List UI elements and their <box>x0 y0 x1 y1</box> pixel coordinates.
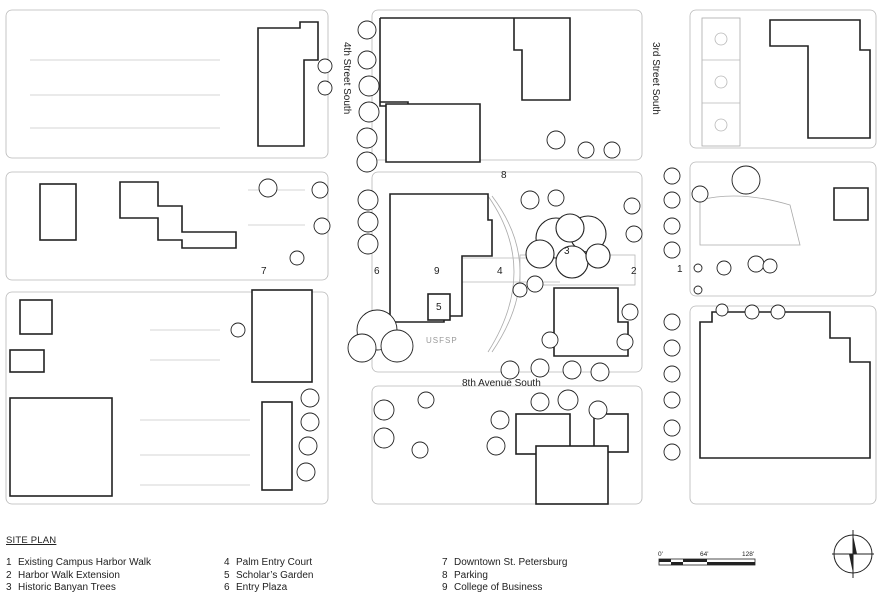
legend-column-3: 7 Downtown St. Petersburg 8 Parking 9 Colle… <box>442 557 567 595</box>
site-number-5: 5 <box>436 302 442 313</box>
building-logo-text: USFSP <box>426 336 458 345</box>
legend-column-1: 1 Existing Campus Harbor Walk 2 Harbor Wal… <box>6 557 151 595</box>
banyan-tree-cluster <box>525 213 611 279</box>
legend-item-number: 9 <box>442 582 448 593</box>
legend-item-label: Downtown St. Petersburg <box>454 557 568 568</box>
city-block-outlines <box>5 9 877 505</box>
street-label-3rd: 3rd Street South <box>650 42 661 115</box>
site-number-4: 4 <box>497 266 503 277</box>
legend-item-number: 5 <box>224 569 230 581</box>
legend-item: 1 Existing Campus Harbor Walk <box>6 557 151 570</box>
legend-item-number: 2 <box>6 569 12 581</box>
legend-item-number: 8 <box>442 569 448 581</box>
site-plan-drawing: 4th Street South 3rd Street South 8th Av… <box>5 9 877 505</box>
legend-item: 5 Scholar’s Garden <box>224 570 313 583</box>
legend-item-label: Historic Banyan Trees <box>18 582 116 593</box>
legend-item-number: 3 <box>6 582 12 593</box>
site-number-9: 9 <box>434 266 440 277</box>
legend-item-label: Scholar’s Garden <box>236 569 314 581</box>
site-number-8: 8 <box>501 170 507 181</box>
site-number-2: 2 <box>631 266 637 277</box>
legend-item-number: 1 <box>6 557 12 568</box>
legend-column-2: 4 Palm Entry Court 5 Scholar’s Garden 6 Ent… <box>224 557 313 595</box>
site-number-6: 6 <box>374 266 380 277</box>
scale-label-64: 64' <box>700 551 708 558</box>
legend-item-label: Existing Campus Harbor Walk <box>18 557 152 568</box>
legend-item: 6 Entry Plaza <box>224 582 313 595</box>
scale-label-0: 0' <box>658 551 663 558</box>
legend-item: 8 Parking <box>442 570 567 583</box>
site-number-7: 7 <box>261 266 267 277</box>
scale-bar: 0' 64' 128' <box>658 551 756 566</box>
legend-item-number: 4 <box>224 557 230 568</box>
north-arrow-icon <box>832 530 874 578</box>
legend-item-number: 7 <box>442 557 448 568</box>
building-footprints <box>9 17 871 505</box>
legend-item-label: Entry Plaza <box>236 582 288 593</box>
legend-item: 3 Historic Banyan Trees <box>6 582 151 595</box>
legend-title: SITE PLAN <box>6 535 57 546</box>
legend-item-label: Parking <box>454 569 488 581</box>
legend-item-label: College of Business <box>454 582 543 593</box>
legend-item: 7 Downtown St. Petersburg <box>442 557 567 570</box>
scale-label-128: 128' <box>742 551 754 558</box>
legend-item: 2 Harbor Walk Extension <box>6 570 151 583</box>
street-label-8th-ave: 8th Avenue South <box>462 378 541 389</box>
site-number-1: 1 <box>677 264 683 275</box>
legend-item-label: Harbor Walk Extension <box>18 569 120 581</box>
legend-item: 4 Palm Entry Court <box>224 557 313 570</box>
trees <box>230 20 786 482</box>
legend-item-number: 6 <box>224 582 230 593</box>
legend-item-label: Palm Entry Court <box>236 557 313 568</box>
street-label-4th: 4th Street South <box>341 42 352 114</box>
site-number-3: 3 <box>564 246 570 257</box>
legend-item: 9 College of Business <box>442 582 567 595</box>
